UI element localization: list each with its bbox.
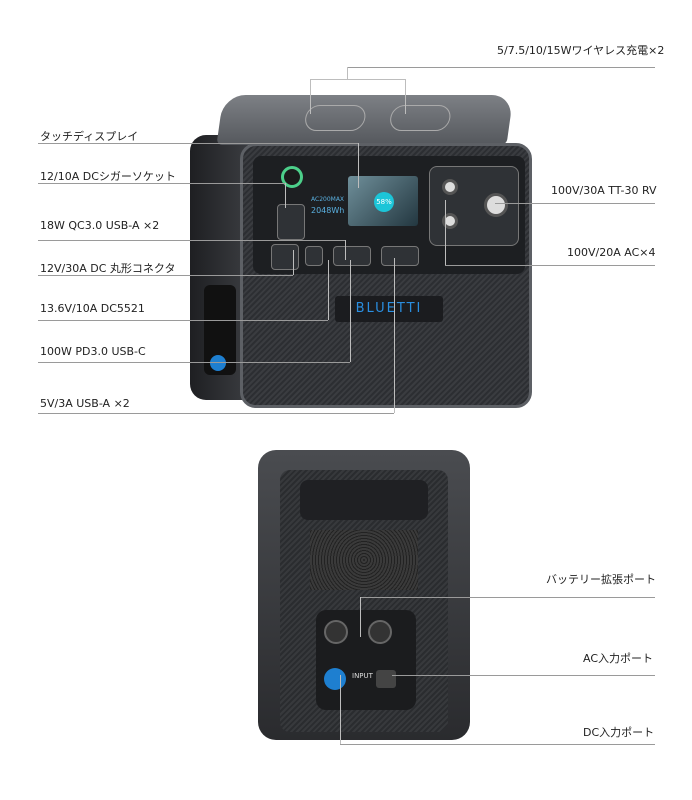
battery-expansion-port-2: [368, 620, 392, 644]
callout-usb-a: 5V/3A USB-A ×2: [40, 397, 130, 410]
dc-input-port: [376, 670, 396, 688]
cigarette-socket: [277, 204, 305, 240]
power-station-rear: INPUT: [258, 450, 470, 740]
power-station-front: 58% AC200MAX 2048Wh BLUETTI: [190, 95, 535, 410]
model-label: AC200MAX: [311, 196, 345, 203]
capacity-label: 2048Wh: [311, 206, 345, 215]
callout-touch-display: タッチディスプレイ: [40, 130, 139, 143]
callout-dc-input: DC入力ポート: [583, 726, 655, 739]
callout-dc-round: 12V/30A DC 丸形コネクタ: [40, 262, 176, 275]
usb-a-qc-ports: [333, 246, 371, 266]
callout-dc5521: 13.6V/10A DC5521: [40, 302, 145, 315]
callout-usb-c: 100W PD3.0 USB-C: [40, 345, 146, 358]
rear-port-panel: INPUT: [316, 610, 416, 710]
front-panel: 58% AC200MAX 2048Wh BLUETTI: [240, 143, 532, 408]
fan-vent: [310, 530, 418, 590]
callout-tt30: 100V/30A TT-30 RV: [551, 184, 657, 197]
input-label: INPUT: [352, 672, 373, 680]
callout-battery-expansion: バッテリー拡張ポート: [546, 573, 656, 586]
callout-cigarette-socket: 12/10A DCシガーソケット: [40, 170, 176, 183]
usb-c-port: [305, 246, 323, 266]
battery-expansion-port-1: [324, 620, 348, 644]
touch-display[interactable]: 58%: [348, 176, 418, 226]
brand-logo: BLUETTI: [335, 296, 443, 322]
callout-qc-usb-a: 18W QC3.0 USB-A ×2: [40, 219, 160, 232]
wireless-charging-top: [216, 95, 514, 145]
tt30-outlet: [484, 193, 508, 217]
callout-ac-outlets: 100V/20A AC×4: [567, 246, 656, 259]
power-button[interactable]: [281, 166, 303, 188]
callout-wireless-charging: 5/7.5/10/15Wワイヤレス充電×2: [497, 44, 665, 57]
dc-round-port: [271, 244, 299, 270]
side-panel: [190, 135, 248, 400]
callout-ac-input: AC入力ポート: [583, 652, 654, 665]
handle: [300, 480, 428, 520]
usb-a-ports: [381, 246, 419, 266]
ac-input-port: [324, 668, 346, 690]
ac-outlets: [429, 166, 519, 246]
battery-percent: 58%: [374, 192, 394, 212]
